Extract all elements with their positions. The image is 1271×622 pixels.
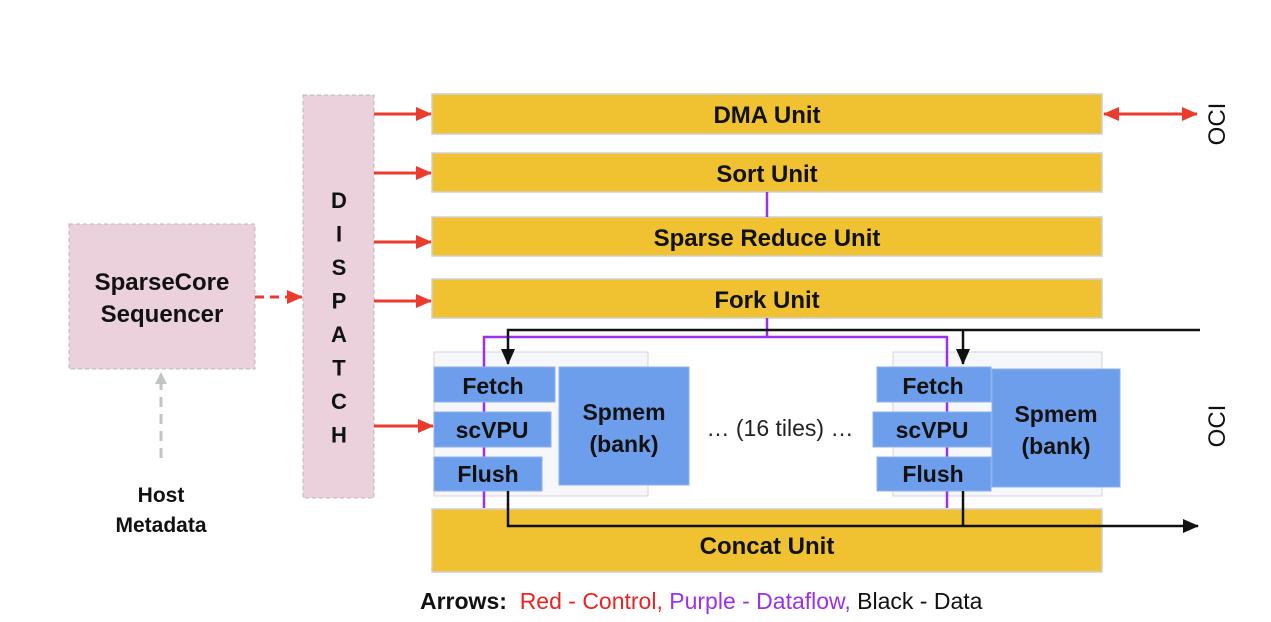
host-label-line-1: Host: [138, 484, 185, 507]
tile-1-scvpu-label: scVPU: [896, 417, 969, 443]
tile-1-flush: [876, 456, 992, 492]
dispatch-letter: I: [336, 222, 342, 247]
tile-0-flush: [433, 456, 543, 492]
tiles-count-note: … (16 tiles) …: [707, 415, 854, 441]
tile-0-flush-label: Flush: [457, 461, 518, 487]
legend-data: Black - Data: [857, 588, 983, 614]
concat-unit: Concat Unit: [431, 508, 1103, 573]
sequencer-label-line-2: Sequencer: [101, 301, 224, 328]
dma-unit-label: DMA Unit: [713, 102, 820, 129]
sparsecore-sequencer: SparseCore Sequencer: [68, 223, 256, 370]
tile-0-fetch: [433, 366, 556, 403]
tile-0-fetch-label: Fetch: [462, 373, 523, 399]
data-output-line: [506, 491, 1199, 533]
tile-0-spmem-label-2: (bank): [590, 431, 659, 457]
dispatch-letter: A: [331, 322, 347, 347]
dispatch-letter: S: [332, 255, 347, 280]
dispatch-letter: H: [331, 423, 347, 448]
sort-unit-label: Sort Unit: [716, 161, 817, 188]
tile-1-spmem-label-2: (bank): [1022, 433, 1091, 459]
tile-0-spmem: [558, 366, 690, 486]
tile-0-spmem-label-1: Spmem: [582, 399, 665, 425]
dma-unit: DMA Unit: [431, 93, 1103, 135]
legend-dataflow: Purple - Dataflow,: [669, 588, 851, 614]
oci-label-top: OCI: [1204, 103, 1231, 146]
tile-0-scvpu-label: scVPU: [456, 417, 529, 443]
tile-0: Fetch scVPU Flush Spmem (bank): [433, 366, 690, 492]
dispatch-letter: D: [331, 188, 347, 213]
host-metadata-label: Host Metadata: [115, 484, 206, 537]
tile-0-scvpu: [433, 411, 552, 448]
tile-1-scvpu: [872, 411, 992, 448]
tile-1: Fetch scVPU Flush Spmem (bank): [872, 366, 1121, 492]
data-input-line: [501, 328, 1200, 365]
tile-1-flush-label: Flush: [902, 461, 963, 487]
arrow-legend: Arrows: Red - Control, Purple - Dataflow…: [420, 588, 982, 615]
dispatch-letter: C: [331, 389, 347, 414]
sequencer-label-line-1: SparseCore: [95, 269, 230, 296]
legend-title: Arrows:: [420, 588, 507, 614]
dispatch-letter: T: [332, 356, 346, 381]
sparse-reduce-unit-label: Sparse Reduce Unit: [654, 225, 881, 252]
legend-control: Red - Control,: [519, 588, 663, 614]
concat-unit-label: Concat Unit: [700, 533, 835, 560]
tile-1-spmem: [991, 368, 1121, 488]
tile-1-fetch: [876, 366, 992, 403]
sparse-reduce-unit: Sparse Reduce Unit: [431, 216, 1103, 257]
fork-unit-label: Fork Unit: [714, 287, 819, 314]
oci-label-bottom: OCI: [1204, 405, 1231, 448]
sort-unit: Sort Unit: [431, 152, 1103, 193]
tile-1-fetch-label: Fetch: [902, 373, 963, 399]
fork-unit: Fork Unit: [431, 278, 1103, 319]
tile-1-spmem-label-1: Spmem: [1014, 401, 1097, 427]
dispatch-letter: P: [332, 289, 347, 314]
host-label-line-2: Metadata: [115, 514, 206, 537]
